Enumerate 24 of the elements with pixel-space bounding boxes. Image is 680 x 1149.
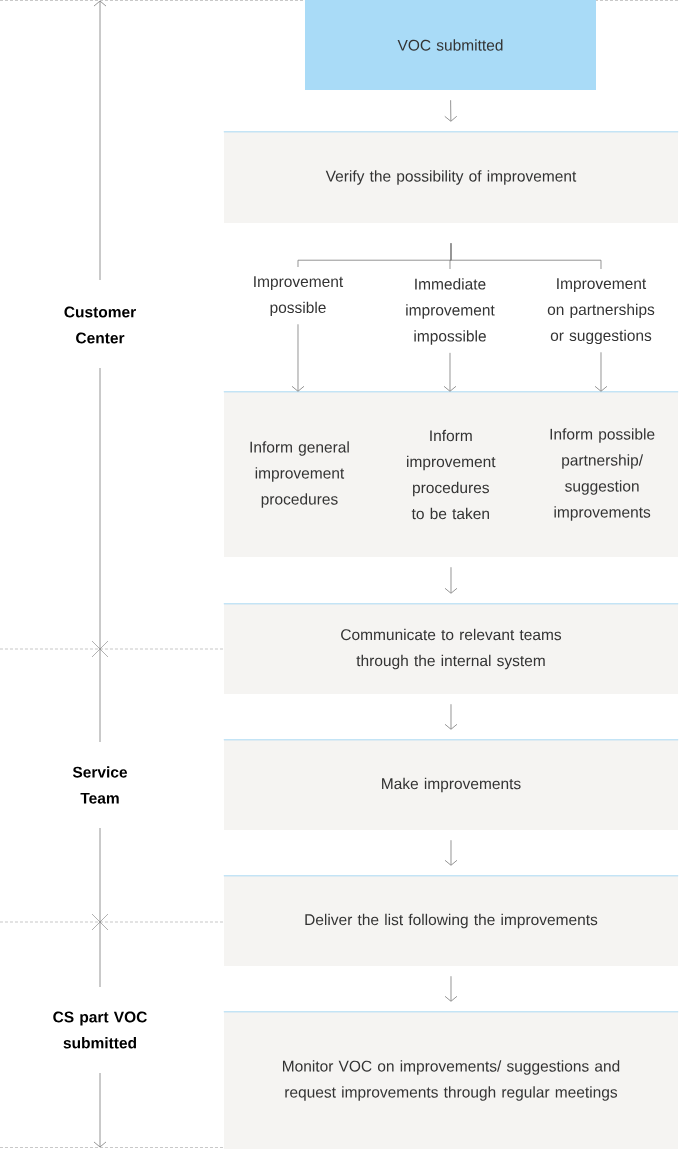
process-band	[223, 391, 679, 557]
arrow	[444, 566, 458, 594]
lane-label: Customer Center	[64, 306, 136, 344]
process-band: Monitor VOC on improvements/ suggestions and request improvements through regular meetings	[223, 1011, 679, 1149]
arrow	[444, 839, 458, 866]
arrow	[444, 975, 458, 1002]
arrow	[444, 703, 458, 730]
column-text: Inform possible partnership/ suggestion improvements	[550, 428, 655, 521]
column-text: Inform general improvement procedures	[250, 441, 349, 508]
start-box: VOC submitted	[305, 0, 596, 90]
lane-label: Service Team	[72, 766, 128, 804]
branch-label: Improvement on partnerships or suggestions	[547, 278, 655, 345]
arrow	[444, 99, 458, 122]
arrow	[443, 352, 457, 392]
process-band: Verify the possibility of improvement	[223, 131, 679, 223]
column-text: Inform improvement procedures to be taken	[407, 429, 496, 520]
branch-label: Improvement possible	[254, 276, 344, 317]
lane-label: CS part VOC submitted	[53, 1011, 147, 1049]
arrow	[291, 323, 305, 392]
arrow	[594, 351, 608, 392]
process-band: Deliver the list following the improvements	[223, 875, 679, 966]
branch-label: Immediate improvement impossible	[406, 278, 495, 345]
process-band: Communicate to relevant teams through the internal system	[223, 603, 679, 694]
process-band: Make improvements	[223, 739, 679, 830]
